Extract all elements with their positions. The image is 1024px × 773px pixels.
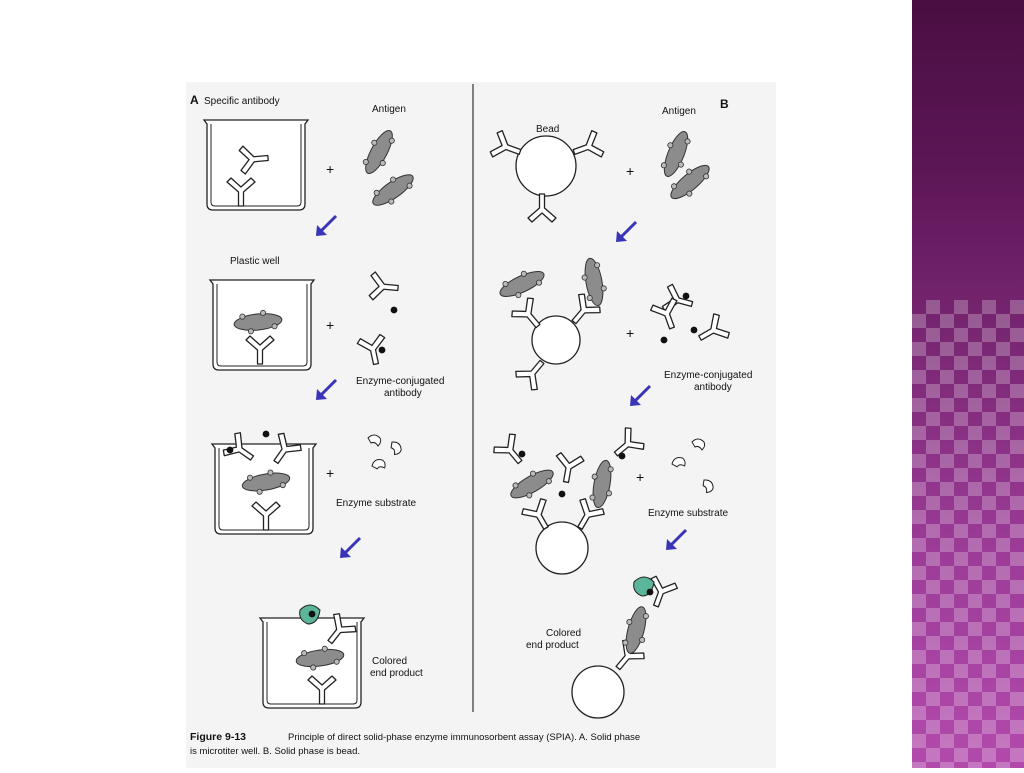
caption-line-2: is microtiter well. B. Solid phase is be…	[190, 746, 360, 757]
enzyme-dot	[308, 610, 316, 618]
panel-a-letter: A	[190, 93, 199, 107]
antigen	[586, 457, 618, 511]
label-enzyme-conjugated-b2: antibody	[694, 382, 732, 393]
enzyme-dot	[390, 306, 398, 314]
bead	[515, 135, 577, 197]
arrow-down-left-icon	[314, 378, 338, 402]
enzyme-dot	[682, 292, 690, 300]
enzyme-dot	[646, 588, 654, 596]
decorative-diamond-pattern	[912, 300, 1024, 768]
substrate-icon	[386, 439, 405, 457]
microtiter-well	[203, 119, 309, 211]
label-colored-b1: Colored	[546, 628, 581, 639]
antigen	[505, 461, 559, 507]
label-enzyme-substrate-b: Enzyme substrate	[648, 508, 728, 519]
bead	[531, 315, 581, 365]
assay-diagram: A Specific antibody Antigen + Plastic we…	[190, 84, 752, 757]
label-plastic-well: Plastic well	[230, 256, 279, 267]
antigen	[495, 263, 549, 305]
enzyme-dot	[558, 490, 566, 498]
plus-sign: +	[326, 465, 334, 481]
label-specific-antibody: Specific antibody	[204, 96, 280, 107]
substrate-icon	[370, 456, 388, 474]
label-colored-b2: end product	[526, 640, 579, 651]
enzyme-conjugated-antibody	[490, 430, 532, 472]
label-enzyme-conjugated-a2: antibody	[384, 388, 422, 399]
panel-b: B Bead Antigen + + Enzyme-conjugated ant…	[488, 97, 752, 719]
label-bead: Bead	[536, 124, 559, 135]
arrow-down-left-icon	[628, 384, 652, 408]
enzyme-conjugated-antibody	[692, 311, 732, 351]
substrate-icon	[698, 477, 717, 495]
arrow-down-left-icon	[664, 528, 688, 552]
label-antigen-a: Antigen	[372, 104, 406, 115]
enzyme-conjugated-antibody	[368, 270, 400, 303]
enzyme-dot	[618, 452, 626, 460]
arrow-down-left-icon	[614, 220, 638, 244]
enzyme-dot	[226, 446, 234, 454]
enzyme-conjugated-antibody	[551, 451, 586, 486]
enzyme-dot	[518, 450, 526, 458]
figure-image: A Specific antibody Antigen + Plastic we…	[186, 82, 776, 768]
caption-figure-number: Figure 9-13	[190, 731, 246, 743]
enzyme-dot	[690, 326, 698, 334]
antigen	[366, 166, 420, 214]
panel-b-letter: B	[720, 97, 729, 111]
bead	[571, 665, 625, 719]
substrate-icon	[367, 434, 382, 447]
figure-caption: Figure 9-13 Principle of direct solid-ph…	[190, 731, 640, 757]
plus-sign: +	[626, 163, 634, 179]
label-enzyme-substrate-a: Enzyme substrate	[336, 498, 416, 509]
plus-sign: +	[636, 469, 644, 485]
label-enzyme-conjugated-b1: Enzyme-conjugated	[664, 370, 752, 381]
label-colored-a1: Colored	[372, 656, 407, 667]
antibody	[527, 193, 557, 223]
substrate-icon	[670, 454, 688, 472]
enzyme-dot	[262, 430, 270, 438]
label-colored-a2: end product	[370, 668, 423, 679]
enzyme-dot	[660, 336, 668, 344]
caption-line-1: Principle of direct solid-phase enzyme i…	[288, 732, 640, 743]
label-enzyme-conjugated-a1: Enzyme-conjugated	[356, 376, 444, 387]
label-antigen-b: Antigen	[662, 106, 696, 117]
plus-sign: +	[326, 317, 334, 333]
arrow-down-left-icon	[314, 214, 338, 238]
antigen	[357, 125, 401, 179]
decorative-side-bar	[912, 0, 1024, 768]
plus-sign: +	[626, 325, 634, 341]
bead	[535, 521, 589, 575]
substrate-icon	[691, 438, 706, 451]
plus-sign: +	[326, 161, 334, 177]
panel-a: A Specific antibody Antigen + Plastic we…	[190, 93, 444, 709]
enzyme-dot	[378, 346, 386, 354]
enzyme-conjugated-antibody	[606, 424, 648, 466]
arrow-down-left-icon	[338, 536, 362, 560]
